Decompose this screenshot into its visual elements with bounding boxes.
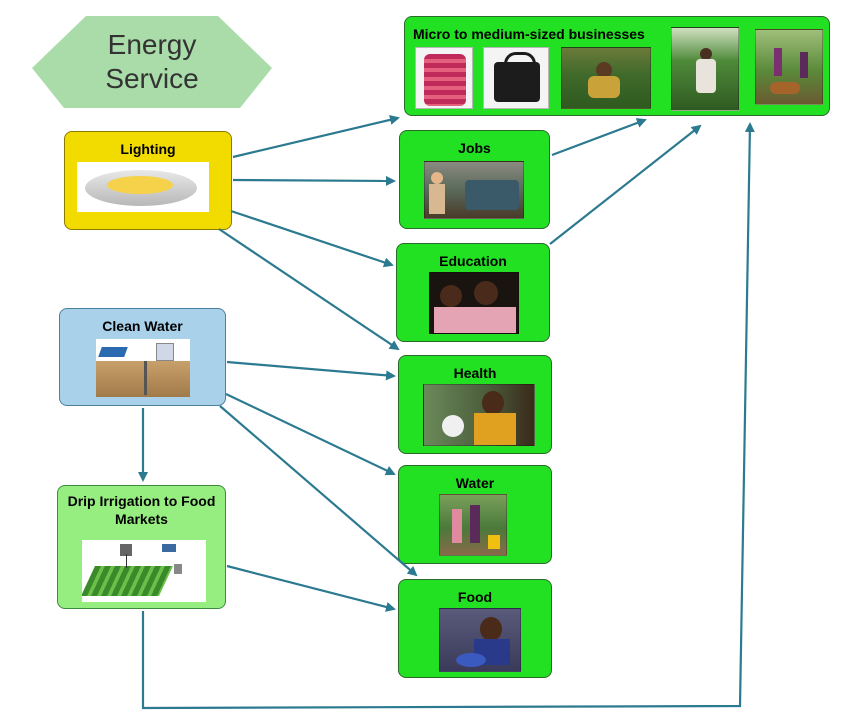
energy-service-title-line2: Service (105, 63, 199, 94)
node-micro-businesses-title: Micro to medium-sized businesses (413, 26, 645, 42)
education-photo (429, 272, 519, 334)
node-drip-irrigation: Drip Irrigation to Food Markets (57, 485, 226, 609)
arrow-cleanwater-to-water (225, 393, 396, 476)
farm-woman-photo (561, 47, 651, 109)
ceiling-light-photo (77, 162, 209, 212)
drip-irrigation-diagram (82, 540, 206, 602)
node-clean-water-title: Clean Water (102, 318, 183, 334)
food-photo (439, 608, 521, 672)
node-micro-businesses: Micro to medium-sized businesses (404, 16, 830, 116)
arrow-cleanwater-to-health (226, 360, 396, 381)
arrow-lighting-to-jobs (232, 175, 396, 186)
arrow-education-to-micro (549, 124, 702, 245)
jobs-photo (424, 161, 524, 219)
node-jobs-title: Jobs (458, 140, 491, 156)
node-food: Food (398, 579, 552, 678)
arrow-lighting-to-health (218, 228, 400, 351)
node-education: Education (396, 243, 550, 342)
node-lighting-title: Lighting (120, 141, 176, 157)
node-health: Health (398, 355, 552, 454)
arrow-jobs-to-micro (551, 118, 647, 157)
water-photo (439, 494, 507, 556)
arrow-lighting-to-micro (232, 114, 400, 159)
energy-service-shape (32, 16, 272, 108)
node-water: Water (398, 465, 552, 564)
leather-bag-photo (483, 47, 549, 109)
node-health-title: Health (453, 365, 497, 381)
water-pump-diagram (96, 339, 190, 397)
node-lighting: Lighting (64, 131, 232, 230)
energy-service-title-line1: Energy (107, 29, 197, 60)
arrow-lighting-to-education (230, 209, 394, 268)
arrow-drip-to-micro (141, 122, 755, 710)
farmer-field-photo (671, 27, 739, 111)
node-education-title: Education (439, 253, 507, 269)
node-clean-water: Clean Water (59, 308, 226, 406)
node-water-title: Water (455, 475, 495, 491)
woven-bag-photo (415, 47, 473, 109)
goat-herders-photo (755, 29, 823, 105)
energy-service-title: Energy Service (32, 28, 272, 96)
health-photo (423, 384, 535, 446)
arrow-drip-to-food (226, 564, 396, 612)
node-jobs: Jobs (399, 130, 550, 229)
arrow-cleanwater-to-food (219, 405, 418, 577)
node-drip-irrigation-title: Drip Irrigation to Food Markets (67, 493, 216, 527)
node-food-title: Food (457, 589, 493, 605)
